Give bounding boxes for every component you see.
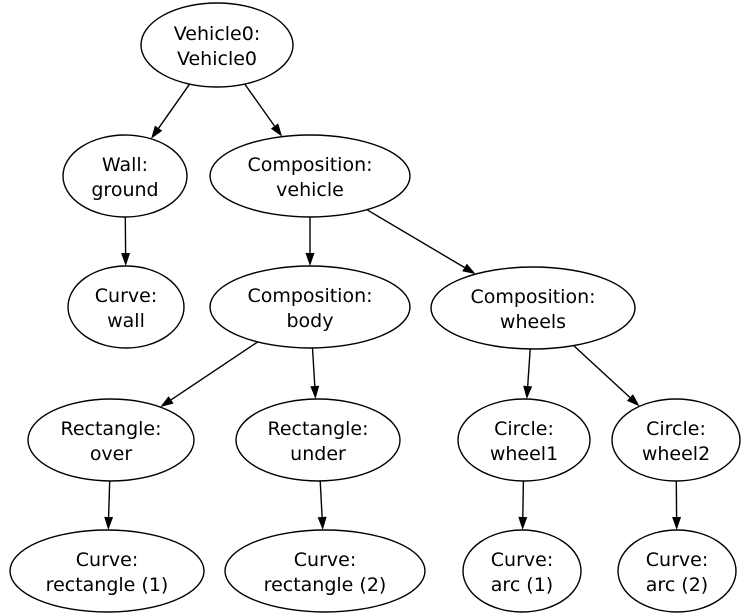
edge-line bbox=[311, 347, 316, 387]
edge-line bbox=[244, 83, 276, 127]
graph-node-comp-vehicle: Composition: vehicle bbox=[209, 134, 411, 218]
node-label-line1: Composition: bbox=[247, 154, 372, 176]
arrowhead-icon bbox=[462, 263, 476, 275]
node-label-line1: Vehicle0: bbox=[174, 23, 260, 45]
node-label-line1: Rectangle: bbox=[60, 418, 161, 440]
graph-node-rect-over: Rectangle: over bbox=[27, 398, 195, 482]
arrowhead-icon bbox=[270, 123, 283, 137]
node-label-line2: rectangle (2) bbox=[264, 574, 387, 596]
node-ellipse bbox=[611, 398, 741, 482]
node-label-line1: Curve: bbox=[646, 549, 708, 571]
node-label-line2: under bbox=[290, 443, 346, 465]
node-label-line2: Vehicle0 bbox=[177, 48, 257, 70]
node-label-line1: Curve: bbox=[95, 285, 157, 307]
edge-comp-body-to-rect-over bbox=[160, 341, 259, 407]
arrowhead-icon bbox=[310, 385, 320, 399]
edge-comp-vehicle-to-comp-wheels bbox=[366, 209, 476, 275]
edge-line bbox=[527, 348, 531, 387]
node-label-line2: body bbox=[287, 310, 334, 332]
arrowhead-icon bbox=[317, 516, 327, 530]
node-label-line2: ground bbox=[91, 179, 158, 201]
edge-comp-vehicle-to-comp-body bbox=[305, 217, 315, 266]
graph-node-comp-body: Composition: body bbox=[209, 265, 411, 349]
graph-node-comp-wheels: Composition: wheels bbox=[430, 266, 636, 350]
arrowhead-icon bbox=[160, 396, 174, 407]
edge-line bbox=[170, 341, 259, 401]
graph-node-circle-wheel1: Circle: wheel1 bbox=[457, 398, 591, 482]
edge-circle-wheel1-to-curve-arc1 bbox=[518, 480, 528, 530]
edge-comp-wheels-to-circle-wheel2 bbox=[573, 345, 640, 407]
edge-vehicle0-to-comp-vehicle bbox=[244, 83, 283, 137]
node-ellipse bbox=[462, 529, 582, 613]
node-ellipse bbox=[140, 2, 294, 88]
arrowhead-icon bbox=[672, 517, 682, 530]
edge-line bbox=[573, 345, 631, 399]
node-ellipse bbox=[235, 398, 401, 482]
graph-node-vehicle0: Vehicle0: Vehicle0 bbox=[140, 2, 294, 88]
node-label-line2: arc (1) bbox=[491, 574, 553, 596]
arrowhead-icon bbox=[518, 516, 528, 530]
edge-comp-body-to-rect-under bbox=[310, 347, 320, 399]
node-ellipse bbox=[457, 398, 591, 482]
node-label-line2: vehicle bbox=[276, 179, 344, 201]
node-label-line1: Circle: bbox=[646, 418, 706, 440]
arrowhead-icon bbox=[305, 253, 315, 266]
graph-node-curve-arc2: Curve: arc (2) bbox=[617, 529, 737, 613]
node-label-line1: Rectangle: bbox=[267, 418, 368, 440]
graph-node-circle-wheel2: Circle: wheel2 bbox=[611, 398, 741, 482]
node-ellipse bbox=[617, 529, 737, 613]
edge-line bbox=[319, 480, 323, 518]
arrowhead-icon bbox=[523, 385, 533, 399]
graph-node-wall-ground: Wall: ground bbox=[62, 134, 188, 218]
graph-node-curve-rect1: Curve: rectangle (1) bbox=[9, 529, 205, 613]
node-ellipse bbox=[67, 265, 185, 349]
node-ellipse bbox=[209, 134, 411, 218]
edge-line bbox=[366, 209, 465, 269]
node-label-line2: arc (2) bbox=[646, 574, 708, 596]
arrowhead-icon bbox=[151, 125, 163, 139]
node-ellipse bbox=[62, 134, 188, 218]
node-label-line2: wall bbox=[107, 310, 145, 332]
node-ellipse bbox=[224, 529, 426, 613]
graph-node-curve-wall: Curve: wall bbox=[67, 265, 185, 349]
edge-wall-ground-to-curve-wall bbox=[121, 216, 131, 266]
edge-line bbox=[107, 480, 111, 518]
node-label-line1: Composition: bbox=[470, 286, 595, 308]
node-label-line2: wheel1 bbox=[490, 443, 558, 465]
node-label-line1: Wall: bbox=[102, 154, 148, 176]
node-ellipse bbox=[9, 529, 205, 613]
node-label-line1: Curve: bbox=[76, 549, 138, 571]
edge-comp-wheels-to-circle-wheel1 bbox=[523, 348, 533, 399]
graph-node-curve-arc1: Curve: arc (1) bbox=[462, 529, 582, 613]
graph-node-rect-under: Rectangle: under bbox=[235, 398, 401, 482]
node-label-line1: Composition: bbox=[247, 285, 372, 307]
node-label-line1: Curve: bbox=[491, 549, 553, 571]
node-label-line2: over bbox=[90, 443, 133, 465]
node-ellipse bbox=[430, 266, 636, 350]
edge-rect-under-to-curve-rect2 bbox=[317, 480, 327, 530]
edge-rect-over-to-curve-rect1 bbox=[104, 480, 114, 530]
node-label-line2: rectangle (1) bbox=[46, 574, 169, 596]
arrowhead-icon bbox=[104, 516, 114, 530]
graph-node-curve-rect2: Curve: rectangle (2) bbox=[224, 529, 426, 613]
edge-circle-wheel2-to-curve-arc2 bbox=[672, 480, 682, 530]
node-label-line2: wheels bbox=[500, 311, 566, 333]
node-ellipse bbox=[209, 265, 411, 349]
node-ellipse bbox=[27, 398, 195, 482]
edge-line bbox=[522, 480, 525, 518]
node-label-line1: Circle: bbox=[494, 418, 554, 440]
node-label-line2: wheel2 bbox=[642, 443, 710, 465]
node-label-line1: Curve: bbox=[294, 549, 356, 571]
edge-line bbox=[158, 83, 191, 129]
edge-vehicle0-to-wall-ground bbox=[151, 83, 191, 139]
arrowhead-icon bbox=[121, 253, 131, 266]
arrowhead-icon bbox=[626, 394, 640, 407]
